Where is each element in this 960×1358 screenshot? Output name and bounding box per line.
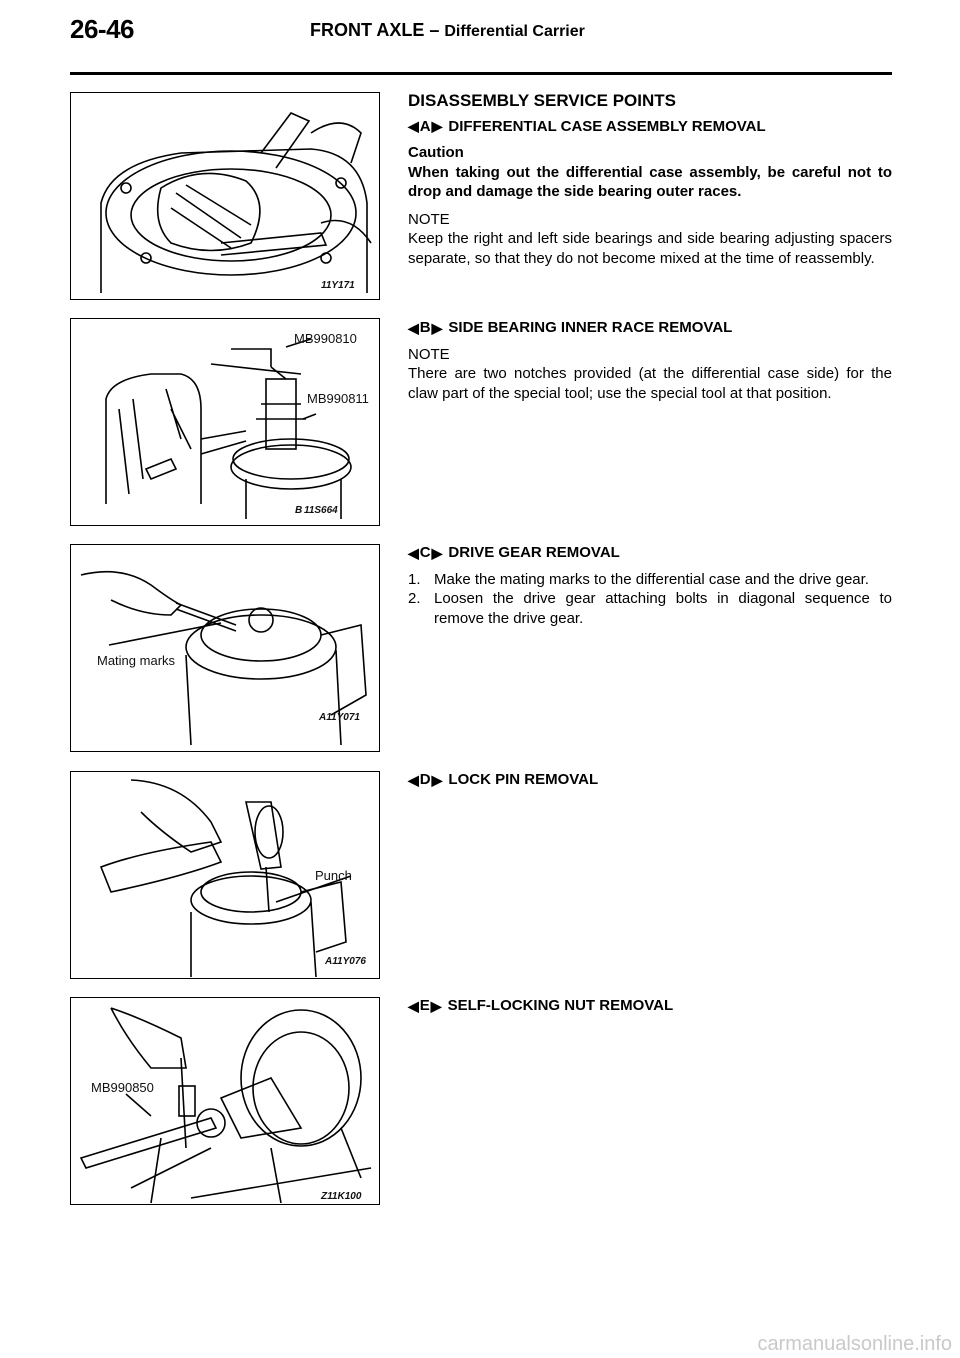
figure-code-4: A11Y076: [324, 956, 366, 967]
section-c: ◀C▶ DRIVE GEAR REMOVAL 1. Make the matin…: [408, 543, 892, 628]
section-heading: DISASSEMBLY SERVICE POINTS: [408, 91, 676, 110]
note-label: NOTE: [408, 345, 450, 363]
caution-text: When taking out the differential case as…: [408, 163, 892, 201]
step-number: 2.: [408, 590, 421, 607]
right-triangle-icon: ▶: [430, 997, 442, 1014]
note-text: There are two notches provided (at the d…: [408, 365, 892, 402]
service-point-e-heading: ◀E▶ SELF-LOCKING NUT REMOVAL: [408, 996, 892, 1016]
watermark: carmanualsonline.info: [757, 1333, 952, 1355]
step-number: 1.: [408, 570, 421, 588]
service-point-title: LOCK PIN REMOVAL: [448, 771, 599, 788]
right-triangle-icon: ▶: [431, 544, 443, 561]
title-dash: –: [429, 20, 440, 40]
figure-differential-case-removal: 11Y171: [70, 92, 380, 300]
section-a: DISASSEMBLY SERVICE POINTS ◀A▶ DIFFERENT…: [408, 91, 892, 268]
figure-code-3: A11Y071: [318, 712, 360, 723]
left-triangle-icon: ◀: [408, 771, 419, 788]
service-point-c-heading: ◀C▶ DRIVE GEAR REMOVAL: [408, 543, 892, 563]
figure-drive-gear-removal: Mating marks A11Y071: [70, 544, 380, 752]
header-rule: [70, 72, 892, 75]
service-point-letter: C: [419, 544, 431, 561]
service-point-title: SIDE BEARING INNER RACE REMOVAL: [448, 319, 733, 336]
step-list: 1. Make the mating marks to the differen…: [408, 570, 892, 629]
caution-label: Caution: [408, 144, 464, 161]
label-mb990850: MB990850: [91, 1080, 154, 1095]
label-mating-marks: Mating marks: [97, 653, 176, 668]
figure-code-5: Z11K100: [320, 1191, 362, 1202]
left-triangle-icon: ◀: [408, 997, 419, 1014]
section-e: ◀E▶ SELF-LOCKING NUT REMOVAL: [408, 996, 892, 1023]
right-triangle-icon: ▶: [431, 771, 443, 788]
figure-code-2-prefix: B: [295, 505, 302, 516]
step-text: Make the mating marks to the differentia…: [434, 570, 869, 588]
right-triangle-icon: ▶: [431, 319, 443, 336]
left-triangle-icon: ◀: [408, 544, 419, 561]
label-punch: Punch: [315, 868, 352, 883]
service-point-letter: E: [419, 997, 430, 1014]
service-point-title: DRIVE GEAR REMOVAL: [448, 544, 620, 561]
left-triangle-icon: ◀: [408, 319, 419, 336]
service-point-b-heading: ◀B▶ SIDE BEARING INNER RACE REMOVAL: [408, 318, 892, 338]
service-point-title: DIFFERENTIAL CASE ASSEMBLY REMOVAL: [448, 117, 766, 135]
section-d: ◀D▶ LOCK PIN REMOVAL: [408, 770, 892, 797]
section-b: ◀B▶ SIDE BEARING INNER RACE REMOVAL NOTE…: [408, 318, 892, 403]
step-text: Loosen the drive gear attaching bolts in…: [434, 590, 892, 627]
title-subtitle: Differential Carrier: [444, 23, 585, 40]
figure-code-2: 11S664: [304, 505, 338, 516]
note-label: NOTE: [408, 210, 450, 228]
page-number: 26-46: [70, 14, 135, 44]
page-title: FRONT AXLE – Differential Carrier: [310, 20, 585, 41]
title-main: FRONT AXLE: [310, 20, 425, 40]
figure-code-1: 11Y171: [321, 280, 355, 291]
label-mb990811: MB990811: [307, 391, 369, 406]
service-point-letter: D: [419, 771, 431, 788]
service-point-title: SELF-LOCKING NUT REMOVAL: [447, 997, 674, 1014]
figure-side-bearing-inner-race: MB990810 MB990811 B 11S664: [70, 318, 380, 526]
figure-self-locking-nut-removal: MB990850 Z11K100: [70, 997, 380, 1205]
list-item: 2. Loosen the drive gear attaching bolts…: [408, 589, 892, 628]
note-text: Keep the right and left side bearings an…: [408, 230, 892, 267]
list-item: 1. Make the mating marks to the differen…: [408, 570, 892, 590]
left-triangle-icon: ◀: [408, 118, 419, 135]
right-triangle-icon: ▶: [431, 118, 443, 135]
service-point-letter: B: [419, 319, 431, 336]
label-mb990810: MB990810: [294, 331, 357, 346]
figure-lock-pin-removal: Punch A11Y076: [70, 771, 380, 979]
service-point-letter: A: [419, 117, 431, 135]
service-point-d-heading: ◀D▶ LOCK PIN REMOVAL: [408, 770, 892, 790]
service-point-a-heading: ◀A▶ DIFFERENTIAL CASE ASSEMBLY REMOVAL: [408, 117, 892, 137]
